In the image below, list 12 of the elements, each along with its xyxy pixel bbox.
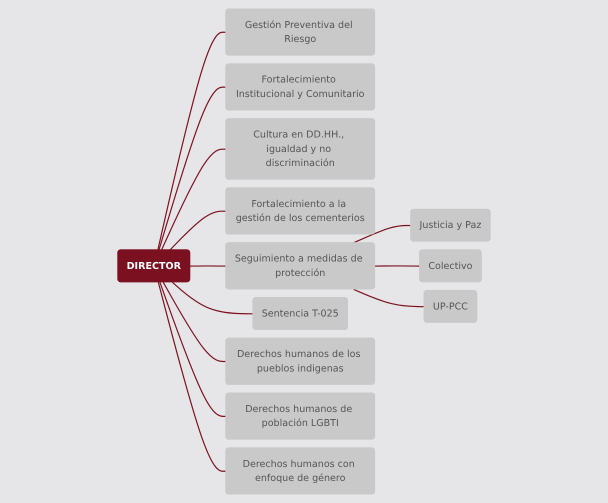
connector [172,282,254,314]
connector [170,210,226,250]
connector [158,86,226,250]
connector [160,148,226,250]
connector [353,224,411,244]
connector [158,282,226,472]
connector [159,282,226,417]
connector [190,265,226,267]
connector [162,282,226,362]
connector [353,288,424,308]
connector [157,32,226,250]
connector [375,265,420,267]
